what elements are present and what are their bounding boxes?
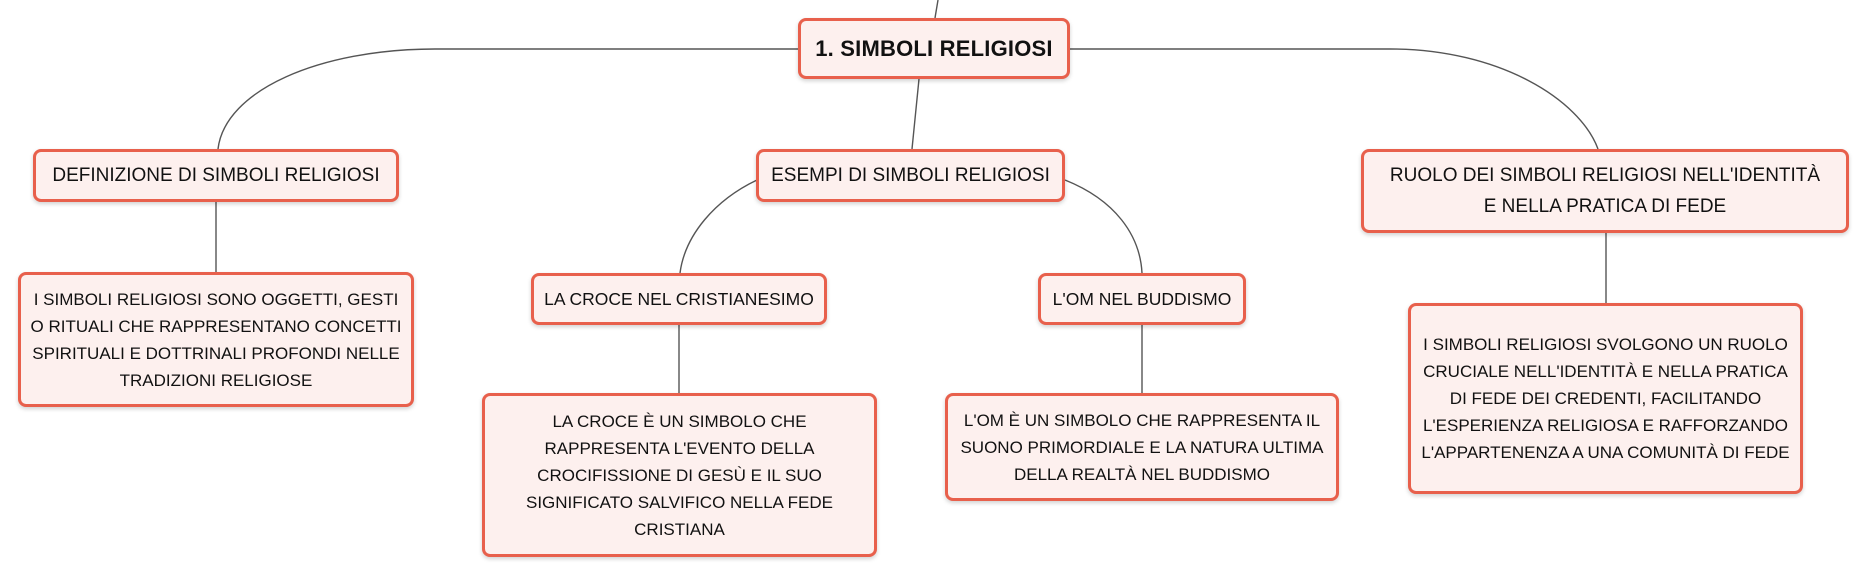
branch-role-label: RUOLO DEI SIMBOLI RELIGIOSI NELL'IDENTIT… — [1389, 165, 1821, 217]
connector-root-role — [1070, 48, 1599, 150]
connector-examples-cross — [679, 179, 758, 274]
connector-root-examples — [911, 78, 920, 150]
leaf-cross-text: LA CROCE È UN SIMBOLO CHE RAPPRESENTA L'… — [525, 411, 834, 539]
topic-om[interactable]: L'OM NEL BUDDISMO — [1038, 273, 1246, 325]
branch-definition-label: DEFINIZIONE DI SIMBOLI RELIGIOSI — [52, 165, 380, 186]
root-node[interactable]: 1. SIMBOLI RELIGIOSI — [798, 18, 1070, 79]
connector-examples-om — [1064, 179, 1143, 274]
leaf-cross[interactable]: LA CROCE È UN SIMBOLO CHE RAPPRESENTA L'… — [482, 393, 877, 557]
branch-definition[interactable]: DEFINIZIONE DI SIMBOLI RELIGIOSI — [33, 149, 399, 202]
root-label: 1. SIMBOLI RELIGIOSI — [815, 35, 1053, 61]
branch-role[interactable]: RUOLO DEI SIMBOLI RELIGIOSI NELL'IDENTIT… — [1361, 149, 1849, 233]
leaf-definition-text: I SIMBOLI RELIGIOSI SONO OGGETTI, GESTI … — [30, 289, 402, 390]
leaf-om-text: L'OM È UN SIMBOLO CHE RAPPRESENTA IL SUO… — [960, 410, 1324, 484]
leaf-om[interactable]: L'OM È UN SIMBOLO CHE RAPPRESENTA IL SUO… — [945, 393, 1339, 501]
leaf-definition[interactable]: I SIMBOLI RELIGIOSI SONO OGGETTI, GESTI … — [18, 272, 414, 407]
branch-examples-label: ESEMPI DI SIMBOLI RELIGIOSI — [771, 165, 1050, 186]
topic-om-label: L'OM NEL BUDDISMO — [1052, 288, 1232, 309]
branch-examples[interactable]: ESEMPI DI SIMBOLI RELIGIOSI — [756, 149, 1065, 202]
topic-cross-label: LA CROCE NEL CRISTIANESIMO — [544, 288, 814, 309]
leaf-role[interactable]: I SIMBOLI RELIGIOSI SVOLGONO UN RUOLO CR… — [1408, 303, 1803, 494]
leaf-role-text: I SIMBOLI RELIGIOSI SVOLGONO UN RUOLO CR… — [1421, 335, 1790, 462]
connector-root-parent — [934, 0, 939, 19]
connector-root-definition — [217, 48, 798, 150]
topic-cross[interactable]: LA CROCE NEL CRISTIANESIMO — [531, 273, 827, 325]
